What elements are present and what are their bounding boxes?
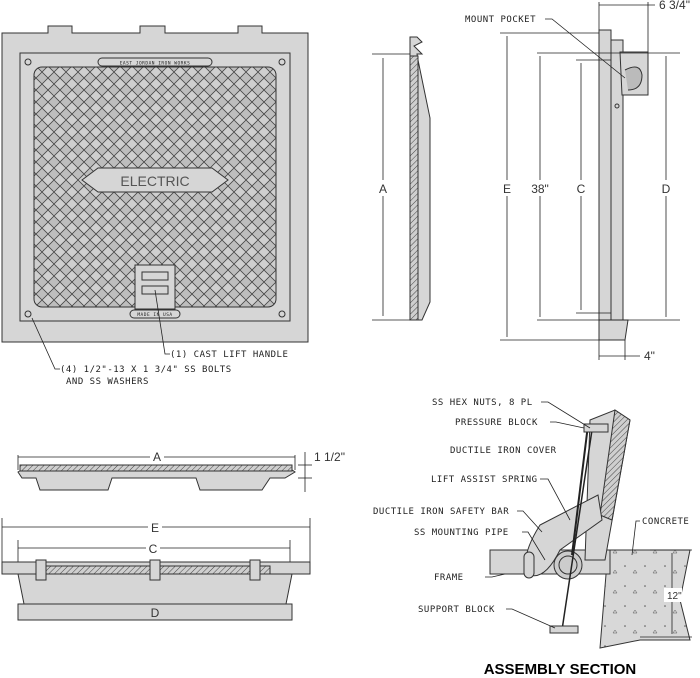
dim-a-label: A: [379, 182, 387, 196]
dim-d-section-label: D: [151, 606, 160, 620]
callout-pressure-block: PRESSURE BLOCK: [455, 418, 538, 428]
foundry-plate: [97, 57, 213, 67]
callout-support-block: SUPPORT BLOCK: [418, 605, 495, 615]
callout-bolts-line1: (4) 1/2"-13 X 1 3/4" SS BOLTS: [60, 365, 232, 375]
dim-top-label: 6 3/4": [659, 0, 690, 12]
cover-label: ELECTRIC: [120, 173, 189, 189]
assembly-title: ASSEMBLY SECTION: [484, 661, 637, 678]
dim-e-label: E: [503, 182, 511, 196]
dim-c-label: C: [577, 182, 586, 196]
dim-depth-label: 12": [667, 591, 682, 602]
frame-cross-section: E C D: [1, 518, 311, 621]
dim-thickness-label: 1 1/2": [314, 450, 345, 464]
origin-plate-text: MADE IN USA: [137, 312, 172, 318]
label-plate: [81, 167, 229, 193]
callout-concrete: CONCRETE: [642, 517, 689, 527]
bolt-icons: [24, 58, 286, 318]
dim-38-label: 38": [531, 182, 549, 196]
dim-c-section-label: C: [149, 542, 158, 556]
callout-cover: DUCTILE IRON COVER: [450, 446, 557, 456]
dim-a-section-label: A: [153, 450, 161, 464]
callout-safety-bar: DUCTILE IRON SAFETY BAR: [373, 507, 509, 517]
cover-cross-section: A 1 1/2": [17, 449, 345, 492]
mount-pocket-callout: MOUNT POCKET: [465, 15, 536, 25]
callout-spring: LIFT ASSIST SPRING: [431, 475, 538, 485]
frame-side-section: E 38" C D 6 3/4" 4" MOUNT POCKET: [465, 0, 690, 363]
callout-lift-handle: (1) CAST LIFT HANDLE: [170, 350, 288, 360]
dim-bottom-label: 4": [644, 349, 655, 363]
plan-view: EAST JORDAN IRON WORKS ELECTRIC MADE IN …: [1, 25, 309, 387]
dim-e-section-label: E: [151, 521, 159, 535]
callout-frame: FRAME: [434, 573, 464, 583]
foundry-plate-text: EAST JORDAN IRON WORKS: [120, 61, 191, 67]
dim-d-label: D: [662, 182, 671, 196]
callout-bolts-line2: AND SS WASHERS: [66, 377, 149, 387]
cover-side-section: A: [372, 36, 431, 321]
assembly-section: 12" SS HEX NUTS, 8 PL PRESSURE BLOCK DUC…: [373, 398, 692, 678]
callout-mounting-pipe: SS MOUNTING PIPE: [414, 528, 509, 538]
callout-hex-nuts: SS HEX NUTS, 8 PL: [432, 398, 533, 408]
